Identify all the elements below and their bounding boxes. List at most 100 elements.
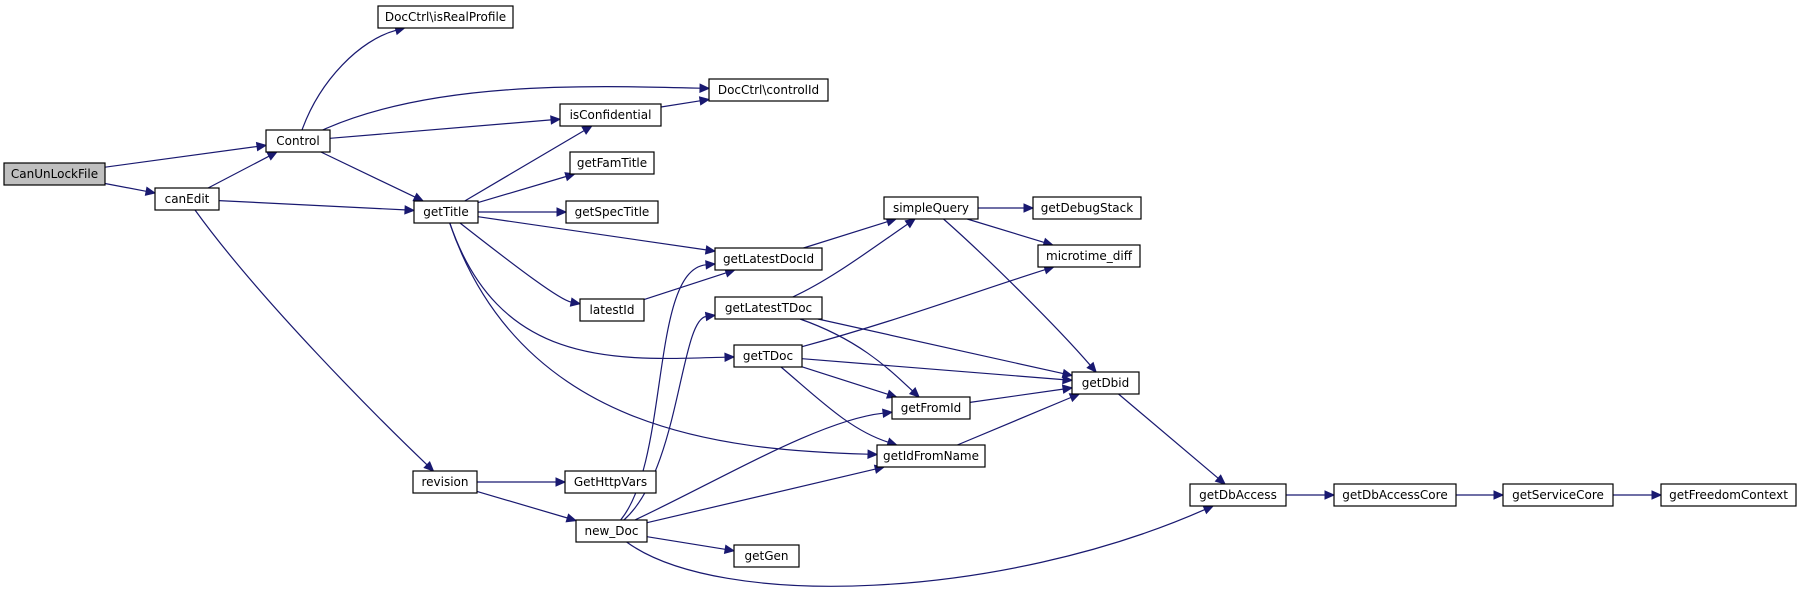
- arrowhead-icon: [724, 352, 736, 362]
- edge-line: [660, 100, 701, 108]
- node-getSpecTitle[interactable]: getSpecTitle: [565, 200, 659, 224]
- node-getDbid[interactable]: getDbid: [1071, 371, 1140, 395]
- edge-line: [623, 315, 707, 521]
- graph-nodes: CanUnLockFile canEdit Control DocCtrl\isRea…: [3, 5, 1797, 568]
- node-Control[interactable]: Control: [265, 129, 331, 153]
- edge-line: [1118, 393, 1219, 479]
- node-label: Control: [276, 134, 319, 148]
- node-revision[interactable]: revision: [412, 470, 478, 494]
- edge-getDbAccessCore-to-getServiceCore: [1456, 490, 1505, 500]
- edge-getTDoc-to-getIdFromName: [780, 366, 898, 447]
- node-getFreedomContext[interactable]: getFreedomContext: [1660, 483, 1797, 507]
- node-new_Doc[interactable]: new_Doc: [575, 519, 648, 543]
- node-box: [1333, 483, 1457, 507]
- node-box: [377, 5, 514, 29]
- node-label: getFromId: [901, 401, 962, 415]
- node-label: getFreedomContext: [1669, 488, 1788, 502]
- edge-getTDoc-to-getDbid: [801, 358, 1074, 385]
- node-box: [1032, 196, 1142, 220]
- edge-revision-to-GetHttpVars: [477, 477, 567, 487]
- arrowhead-icon: [1324, 490, 1336, 500]
- edge-line: [322, 86, 701, 131]
- edge-CanUnLockFile-to-Control: [104, 141, 268, 168]
- arrowhead-icon: [404, 205, 416, 215]
- node-isConfidential[interactable]: isConfidential: [559, 103, 662, 127]
- node-getServiceCore[interactable]: getServiceCore: [1502, 483, 1614, 507]
- node-label: DocCtrl\controlId: [718, 83, 819, 97]
- node-box: [565, 200, 659, 224]
- node-getIdFromName[interactable]: getIdFromName: [876, 444, 986, 468]
- node-box: [708, 78, 829, 102]
- arrowhead-icon: [1086, 361, 1097, 373]
- arrowhead-icon: [1493, 490, 1505, 500]
- node-label: getDbid: [1082, 376, 1130, 390]
- arrowhead-icon: [705, 260, 717, 270]
- node-getFromId[interactable]: getFromId: [891, 396, 971, 420]
- node-box: [1037, 244, 1141, 268]
- node-getLatestTDoc[interactable]: getLatestTDoc: [714, 296, 823, 320]
- edge-line: [634, 412, 884, 521]
- edge-line: [967, 218, 1045, 243]
- edge-line: [301, 29, 397, 131]
- edge-line: [646, 536, 726, 550]
- node-getDbAccessCore[interactable]: getDbAccessCore: [1333, 483, 1457, 507]
- node-controlId[interactable]: DocCtrl\controlId: [708, 78, 829, 102]
- node-label: getDbAccessCore: [1342, 488, 1447, 502]
- edge-line: [799, 318, 913, 392]
- edge-revision-to-new_Doc: [476, 490, 578, 523]
- edge-simpleQuery-to-microtime_diff: [967, 218, 1054, 247]
- edge-line: [801, 358, 1064, 381]
- arrowhead-icon: [904, 218, 917, 229]
- edge-line: [104, 145, 258, 168]
- edge-line: [320, 151, 416, 198]
- edge-canEdit-to-revision: [194, 209, 435, 472]
- node-box: [891, 396, 971, 420]
- edge-Control-to-getTitle: [320, 151, 425, 202]
- node-label: getDebugStack: [1041, 201, 1133, 215]
- node-box: [1502, 483, 1614, 507]
- node-getGen[interactable]: getGen: [733, 544, 800, 568]
- node-getFamTitle[interactable]: getFamTitle: [569, 151, 655, 175]
- edge-Control-to-isRealProfile: [301, 25, 406, 131]
- node-GetHttpVars[interactable]: GetHttpVars: [564, 470, 657, 494]
- edge-CanUnLockFile-to-canEdit: [104, 182, 157, 196]
- edge-line: [477, 216, 707, 251]
- node-box: [876, 444, 986, 468]
- node-microtime_diff[interactable]: microtime_diff: [1037, 244, 1141, 268]
- node-simpleQuery[interactable]: simpleQuery: [883, 196, 979, 220]
- node-box: [569, 151, 655, 175]
- arrowhead-icon: [1023, 203, 1035, 213]
- node-isRealProfile[interactable]: DocCtrl\isRealProfile: [377, 5, 514, 29]
- edge-new_Doc-to-getLatestTDoc: [623, 311, 717, 521]
- arrowhead-icon: [550, 115, 562, 125]
- edge-getTDoc-to-getFromId: [801, 366, 898, 399]
- node-canEdit[interactable]: canEdit: [154, 187, 220, 211]
- edge-getIdFromName-to-getDbid: [957, 393, 1081, 446]
- node-label: latestId: [590, 303, 635, 317]
- edge-line: [792, 223, 908, 298]
- edge-getTitle-to-getLatestDocId: [477, 216, 717, 255]
- arrowhead-icon: [908, 386, 921, 398]
- node-latestId[interactable]: latestId: [579, 298, 645, 322]
- node-getDbAccess[interactable]: getDbAccess: [1189, 483, 1287, 507]
- arrowhead-icon: [423, 460, 435, 472]
- edge-canEdit-to-Control: [207, 151, 278, 189]
- node-box: [733, 344, 803, 368]
- node-box: [564, 470, 657, 494]
- node-getTDoc[interactable]: getTDoc: [733, 344, 803, 368]
- node-getTitle[interactable]: getTitle: [413, 200, 479, 224]
- edge-line: [477, 175, 567, 204]
- graph-edges: [104, 25, 1663, 587]
- edge-line: [943, 218, 1091, 366]
- edge-line: [329, 119, 552, 139]
- edge-line: [449, 222, 869, 455]
- node-label: isConfidential: [570, 108, 652, 122]
- node-CanUnLockFile[interactable]: CanUnLockFile: [3, 162, 106, 186]
- edge-line: [476, 490, 568, 519]
- node-box: [1071, 371, 1140, 395]
- arrowhead-icon: [698, 96, 711, 106]
- edge-getTitle-to-latestId: [459, 222, 582, 307]
- node-getDebugStack[interactable]: getDebugStack: [1032, 196, 1142, 220]
- node-getLatestDocId[interactable]: getLatestDocId: [714, 247, 823, 271]
- edge-getLatestDocId-to-simpleQuery: [803, 217, 898, 249]
